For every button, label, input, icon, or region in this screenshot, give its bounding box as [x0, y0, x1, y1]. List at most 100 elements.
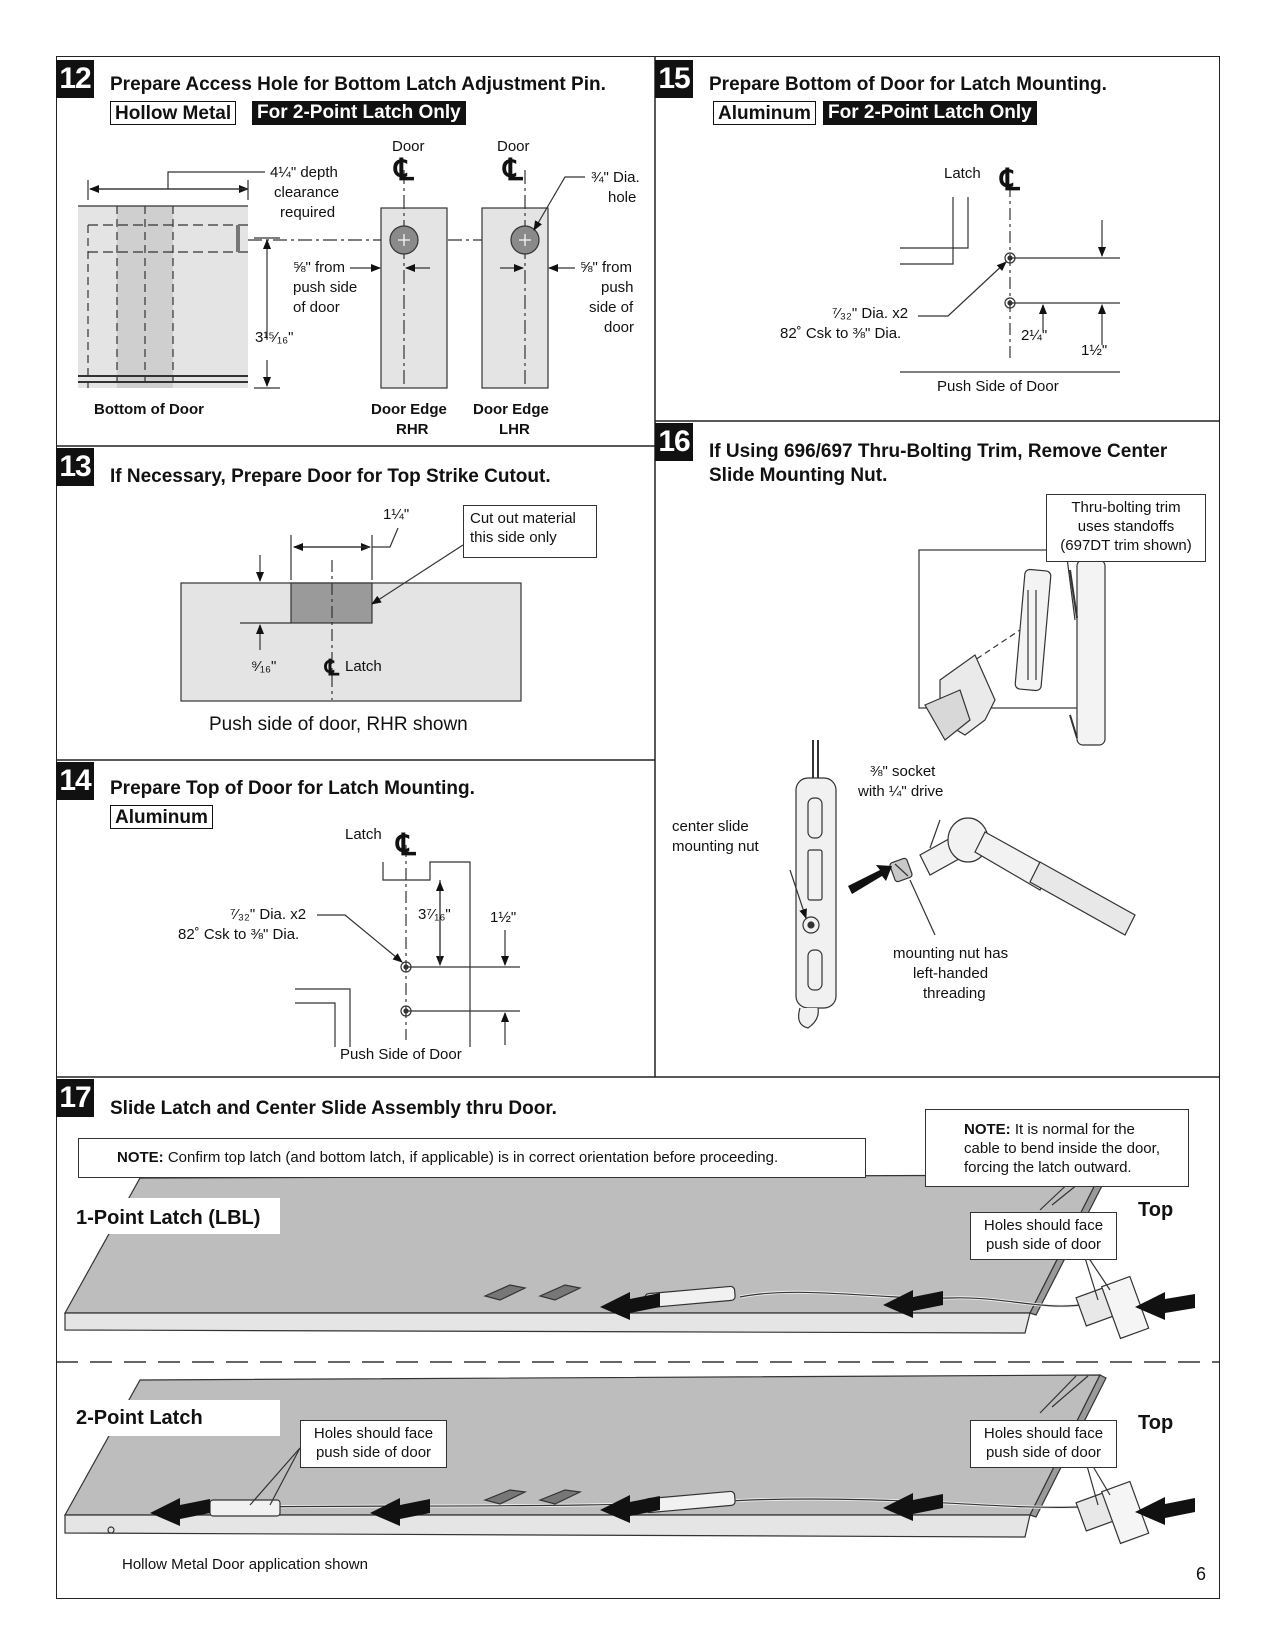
step-number-13: 13 [56, 448, 94, 486]
s14-drawing [295, 845, 520, 1047]
dimension-label: 1¼" [383, 506, 410, 523]
dimension-label: ⁹⁄₁₆" [251, 658, 277, 675]
dimension-label: ⁷⁄₃₂" Dia. x2 [832, 305, 909, 322]
door-centerline-label: Door [392, 138, 425, 155]
dimension-label: door [604, 319, 635, 336]
view-label: LHR [499, 421, 530, 438]
dimension-label: 3¹⁵⁄₁₆" [255, 329, 294, 346]
step-number-12: 12 [56, 60, 94, 98]
s12-drawing [78, 170, 585, 389]
dimension-label: side of [589, 299, 634, 316]
note-text: forcing the latch outward. [964, 1159, 1132, 1176]
s13-drawing [180, 527, 522, 702]
dimension-label: 1½" [1081, 342, 1108, 359]
tool-label: ⅜" socket [870, 763, 936, 780]
part-label: left-handed [913, 965, 989, 982]
view-label: Bottom of Door [94, 401, 204, 418]
note-label: NOTE: [964, 1121, 1011, 1138]
figure-caption: Push side of door, RHR shown [209, 714, 468, 735]
tool-label: with ¼" drive [858, 783, 944, 800]
scope-tag: For 2-Point Latch Only [823, 101, 1037, 125]
holes-note-box: Holes should face push side of door [970, 1212, 1117, 1260]
part-label: mounting nut [672, 838, 759, 855]
centerline-symbol: ℄ [998, 164, 1020, 197]
dimension-label: ⁷⁄₃₂" Dia. x2 [230, 906, 307, 923]
dimension-label: push side [293, 279, 358, 296]
dimension-label: of door [293, 299, 340, 316]
material-tag: Hollow Metal [110, 101, 237, 125]
note-text: this side only [470, 529, 557, 546]
step-number-17: 17 [56, 1079, 94, 1117]
step-number-16: 16 [655, 423, 693, 461]
step-17-title: Slide Latch and Center Slide Assembly th… [110, 1098, 557, 1119]
note-text: push side of door [985, 1444, 1102, 1461]
dimension-label: ⅝" from [580, 259, 633, 276]
note-text: uses standoffs [1077, 518, 1175, 535]
material-tag: Aluminum [713, 101, 816, 125]
page-number: 6 [1196, 1564, 1207, 1584]
centerline-symbol: ℄ [501, 154, 523, 187]
note-text: push side of door [985, 1236, 1102, 1253]
note-label: NOTE: [117, 1149, 164, 1166]
dimension-label: 82˚ Csk to ⅜" Dia. [178, 926, 300, 943]
dimension-label: required [280, 204, 336, 221]
dimension-label: 3⁷⁄₁₆" [418, 906, 451, 923]
page-frame [56, 56, 1220, 1599]
top-label: Top [1138, 1412, 1174, 1434]
s15-drawing [900, 185, 1120, 373]
latch-label: Latch [345, 658, 382, 675]
step-14-title: Prepare Top of Door for Latch Mounting. [110, 778, 475, 799]
step-15-title: Prepare Bottom of Door for Latch Mountin… [709, 74, 1107, 95]
s17-arrows [150, 1290, 1195, 1526]
note-text: Confirm top latch (and bottom latch, if … [167, 1149, 779, 1166]
view-label: Door Edge [473, 401, 549, 418]
dimension-label: 2¼" [1021, 327, 1048, 344]
latch-label: Latch [944, 165, 981, 182]
note-text: Holes should face [983, 1425, 1104, 1442]
holes-note-box: Holes should face push side of door [300, 1420, 447, 1468]
step-13-title: If Necessary, Prepare Door for Top Strik… [110, 466, 551, 487]
variant-label-1-point: 1-Point Latch (LBL) [64, 1198, 280, 1234]
part-label: center slide [672, 818, 749, 835]
note-text: (697DT trim shown) [1060, 537, 1192, 554]
orientation-note-box: NOTE: Confirm top latch (and bottom latc… [78, 1138, 866, 1178]
dimension-label: 4¼" depth [270, 164, 338, 181]
step-12-title: Prepare Access Hole for Bottom Latch Adj… [110, 74, 606, 95]
view-label: Door Edge [371, 401, 447, 418]
latch-label: Latch [345, 826, 382, 843]
view-label: Push Side of Door [340, 1046, 462, 1063]
dimension-label: ¾" Dia. [591, 169, 640, 186]
dimension-label: hole [608, 189, 637, 206]
door-centerline-label: Door [497, 138, 530, 155]
s17-drawing [56, 1174, 1220, 1545]
view-label: RHR [396, 421, 429, 438]
arrow-icon [848, 865, 892, 894]
note-text: push side of door [315, 1444, 432, 1461]
step-16-title-line1: If Using 696/697 Thru-Bolting Trim, Remo… [709, 441, 1168, 462]
cutout-note-box: Cut out material this side only [463, 505, 597, 558]
note-text: It is normal for the [1014, 1121, 1135, 1138]
note-text: Thru-bolting trim [1071, 499, 1181, 516]
standoff-note-box: Thru-bolting trim uses standoffs (697DT … [1046, 494, 1206, 562]
cable-note-box: NOTE: It is normal for the cable to bend… [925, 1109, 1189, 1187]
holes-note-box: Holes should face push side of door [970, 1420, 1117, 1468]
dimension-label: 1½" [490, 909, 517, 926]
part-label: threading [923, 985, 986, 1002]
step-16-title-line2: Slide Mounting Nut. [709, 465, 888, 486]
part-label: mounting nut has [893, 945, 1009, 962]
view-label: Push Side of Door [937, 378, 1059, 395]
material-tag: Aluminum [110, 805, 213, 829]
dimension-label: 82˚ Csk to ⅜" Dia. [780, 325, 902, 342]
step-number-14: 14 [56, 762, 94, 800]
scope-tag: For 2-Point Latch Only [252, 101, 466, 125]
step-number-15: 15 [655, 60, 693, 98]
dimension-label: push [601, 279, 634, 296]
note-text: Holes should face [313, 1425, 434, 1442]
note-text: cable to bend inside the door, [964, 1140, 1160, 1157]
figure-caption: Hollow Metal Door application shown [122, 1556, 368, 1573]
dimension-label: ⅝" from [293, 259, 346, 276]
variant-label-2-point: 2-Point Latch [64, 1400, 280, 1436]
note-text: Cut out material [470, 510, 576, 527]
top-label: Top [1138, 1199, 1174, 1221]
